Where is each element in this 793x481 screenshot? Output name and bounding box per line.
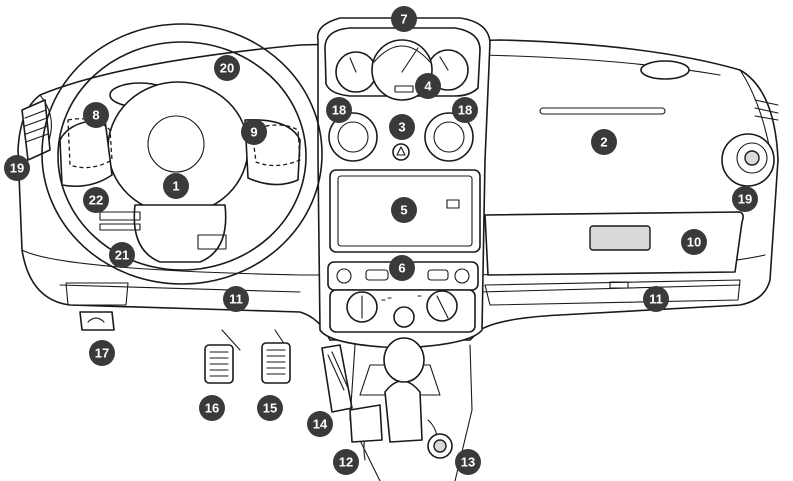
svg-text:20: 20 (220, 61, 234, 76)
accelerator-pedal (321, 344, 353, 413)
steering-wheel (41, 23, 323, 285)
callout-17: 17 (89, 340, 115, 366)
callout-3: 3 (389, 114, 415, 140)
hood-release (65, 282, 129, 331)
svg-text:1: 1 (172, 179, 179, 194)
callout-9: 9 (241, 119, 267, 145)
callout-13: 13 (455, 449, 481, 475)
brake-pedal (261, 329, 291, 384)
callout-19-right: 19 (732, 186, 758, 212)
svg-text:12: 12 (339, 455, 353, 470)
svg-text:16: 16 (205, 401, 219, 416)
clutch-pedal (204, 329, 241, 384)
svg-text:13: 13 (461, 455, 475, 470)
callout-18-right: 18 (452, 97, 478, 123)
air-vent-left (21, 99, 51, 161)
svg-text:8: 8 (92, 108, 99, 123)
callout-19-left: 19 (4, 155, 30, 181)
svg-text:18: 18 (458, 103, 472, 118)
callout-1: 1 (163, 173, 189, 199)
svg-text:10: 10 (687, 235, 701, 250)
svg-text:3: 3 (398, 120, 405, 135)
svg-text:17: 17 (95, 346, 109, 361)
center-stack (316, 17, 491, 349)
svg-text:9: 9 (250, 125, 257, 140)
gear-shifter (349, 337, 439, 461)
callout-20: 20 (214, 55, 240, 81)
callout-8: 8 (83, 102, 109, 128)
air-vent-right (721, 99, 779, 187)
passenger-airbag (539, 107, 666, 115)
svg-text:11: 11 (649, 292, 663, 307)
svg-text:2: 2 (600, 135, 607, 150)
callout-22: 22 (83, 187, 109, 213)
svg-text:7: 7 (400, 12, 407, 27)
svg-text:14: 14 (313, 417, 328, 432)
svg-text:4: 4 (424, 79, 432, 94)
callout-14: 14 (307, 411, 333, 437)
svg-text:5: 5 (400, 203, 407, 218)
callout-7: 7 (391, 6, 417, 32)
callout-12: 12 (333, 449, 359, 475)
svg-text:21: 21 (115, 248, 129, 263)
svg-text:18: 18 (332, 103, 346, 118)
callout-6: 6 (389, 255, 415, 281)
callouts: 1 2 3 4 5 6 7 8 9 10 11 11 12 13 14 15 1… (4, 6, 758, 475)
svg-text:19: 19 (10, 161, 24, 176)
svg-text:19: 19 (738, 192, 752, 207)
parking-brake-knob (427, 433, 453, 459)
svg-text:22: 22 (89, 193, 103, 208)
callout-10: 10 (681, 229, 707, 255)
svg-text:6: 6 (398, 261, 405, 276)
callout-21: 21 (109, 242, 135, 268)
callout-11-left: 11 (223, 286, 249, 312)
callout-16: 16 (199, 395, 225, 421)
callout-4: 4 (415, 73, 441, 99)
callout-15: 15 (257, 395, 283, 421)
glove-box (484, 211, 744, 306)
svg-text:15: 15 (263, 401, 277, 416)
callout-18-left: 18 (326, 97, 352, 123)
svg-text:11: 11 (229, 292, 243, 307)
callout-5: 5 (391, 197, 417, 223)
callout-11-right: 11 (643, 286, 669, 312)
callout-2: 2 (591, 129, 617, 155)
